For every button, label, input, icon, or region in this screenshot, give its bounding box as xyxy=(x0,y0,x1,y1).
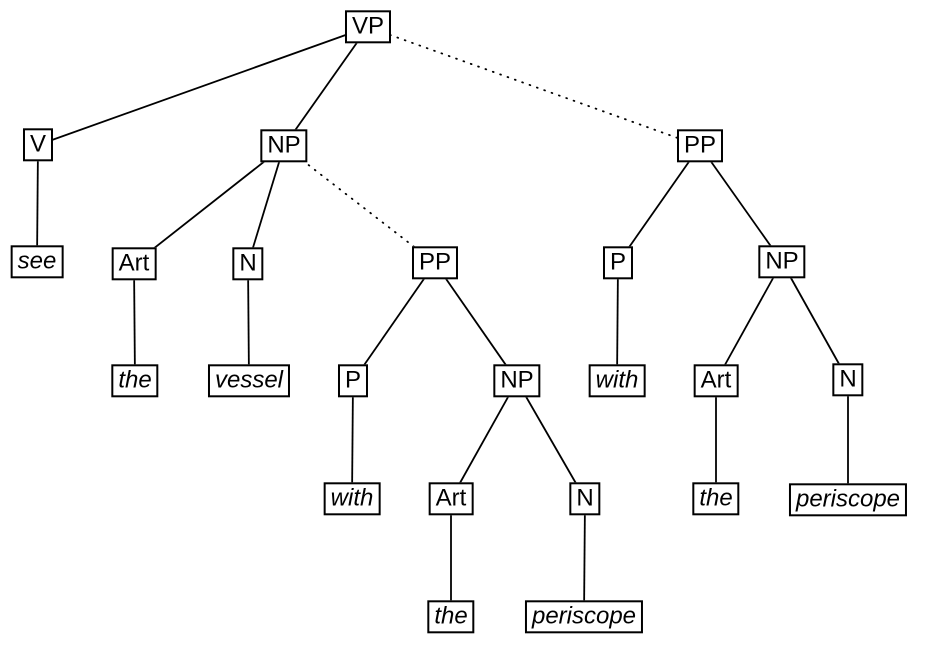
tree-edge-np_vp-art_vp xyxy=(715,261,783,382)
tree-edge-p_vp-with_vp xyxy=(616,262,619,382)
tree-node-n_vp: N xyxy=(832,363,864,397)
tree-edge-np_in_np-n_np xyxy=(516,380,586,500)
tree-node-the_vp: the xyxy=(692,482,740,516)
tree-edge-v-see xyxy=(36,144,39,263)
tree-edge-art_obj-the_obj xyxy=(133,263,136,382)
tree-edge-vp-np_obj xyxy=(283,26,369,147)
tree-node-v: V xyxy=(22,128,54,162)
tree-edge-pp_np-p_np xyxy=(352,262,436,382)
tree-node-art_vp: Art xyxy=(693,364,739,398)
tree-edge-vp-v xyxy=(37,26,369,146)
tree-edge-pp_np-np_in_np xyxy=(434,262,518,382)
tree-node-the_np: the xyxy=(427,600,475,634)
tree-edge-pp_vp-np_vp xyxy=(699,145,783,263)
tree-edge-np_obj-art_obj xyxy=(133,145,285,265)
tree-node-np_in_np: NP xyxy=(493,364,541,398)
tree-edge-np_obj-n_obj xyxy=(247,145,285,265)
tree-edge-np_vp-n_vp xyxy=(781,261,849,381)
tree-node-art_obj: Art xyxy=(111,247,157,281)
tree-node-n_obj: N xyxy=(232,247,264,281)
tree-node-vessel: vessel xyxy=(207,364,291,398)
tree-node-see: see xyxy=(10,245,64,279)
tree-node-periscope_vp: periscope xyxy=(788,483,908,517)
tree-edge-n_np-periscope_np xyxy=(583,498,586,618)
tree-edge-p_np-with_np xyxy=(351,380,354,500)
tree-node-pp_vp: PP xyxy=(676,129,724,163)
tree-node-periscope_np: periscope xyxy=(524,600,644,634)
tree-node-with_np: with xyxy=(323,482,381,516)
tree-edge-n_obj-vessel xyxy=(247,263,250,382)
tree-node-np_vp: NP xyxy=(758,245,806,279)
tree-node-np_obj: NP xyxy=(260,129,308,163)
tree-node-p_np: P xyxy=(337,364,369,398)
tree-edge-np_in_np-art_np xyxy=(450,380,518,500)
tree-edge-np_obj-pp_np xyxy=(283,145,436,264)
tree-node-pp_np: PP xyxy=(411,246,459,280)
tree-node-p_vp: P xyxy=(602,246,634,280)
tree-node-art_np: Art xyxy=(428,482,474,516)
tree-edge-pp_vp-p_vp xyxy=(617,145,701,264)
tree-node-vp: VP xyxy=(344,10,392,44)
tree-node-with_vp: with xyxy=(588,364,646,398)
tree-node-n_np: N xyxy=(569,482,601,516)
tree-node-the_obj: the xyxy=(111,364,159,398)
